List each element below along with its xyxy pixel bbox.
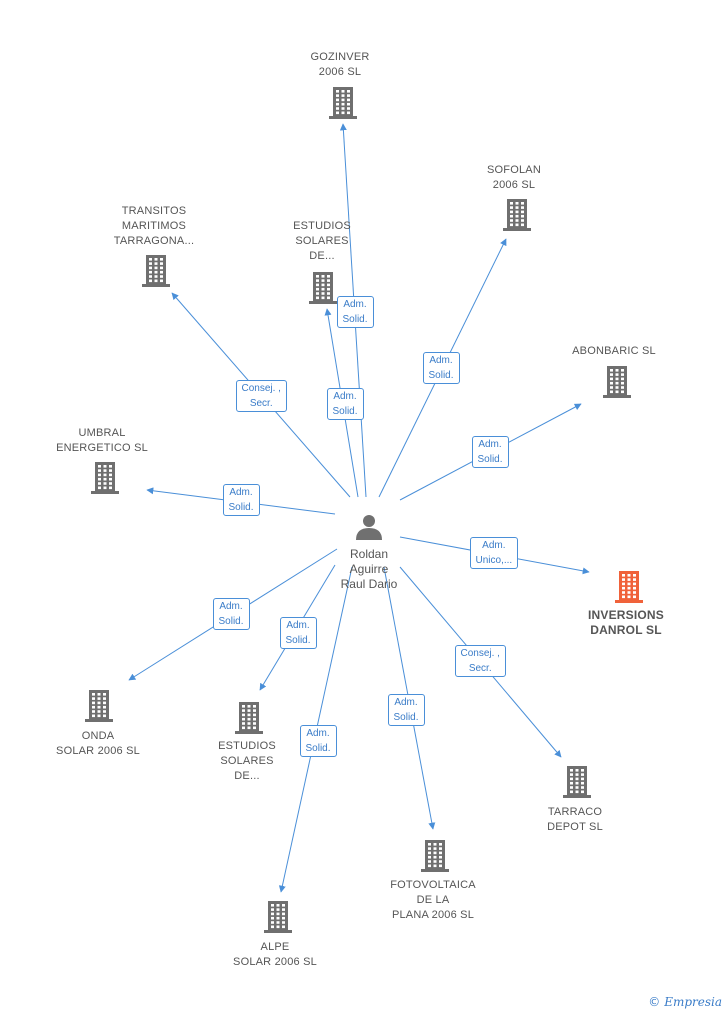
company-label-umbral[interactable]: UMBRAL ENERGETICO SL: [56, 427, 148, 454]
building-icon: [329, 87, 357, 119]
building-icon: [91, 462, 119, 494]
building-icon: [264, 901, 292, 933]
brand-name: Empresia: [664, 995, 722, 1009]
building-icon: [142, 255, 170, 287]
company-label-tarraco[interactable]: TARRACO DEPOT SL: [547, 806, 603, 833]
center-person-label[interactable]: Roldan Aguirre Raul Dario: [340, 547, 398, 591]
company-label-abonbaric[interactable]: ABONBARIC SL: [572, 345, 656, 357]
company-label-transitos[interactable]: TRANSITOS MARITIMOS TARRAGONA...: [113, 205, 195, 247]
building-icon: [309, 272, 337, 304]
building-icon: [235, 702, 263, 734]
building-icon: [603, 366, 631, 398]
copyright-symbol: ©: [648, 995, 661, 1009]
company-label-inversions[interactable]: INVERSIONS DANROL SL: [587, 608, 664, 637]
building-icon: [503, 199, 531, 231]
role-badge-abonbaric: Adm. Solid.: [471, 436, 509, 468]
watermark: ©Empresia: [648, 995, 722, 1009]
role-badge-gozinver: Adm. Solid.: [336, 296, 374, 328]
company-label-alpe[interactable]: ALPE SOLAR 2006 SL: [233, 941, 317, 968]
role-badge-estudios-bottom: Adm. Solid.: [279, 617, 317, 649]
company-label-onda[interactable]: ONDA SOLAR 2006 SL: [56, 730, 140, 757]
company-label-fotovoltaica[interactable]: FOTOVOLTAICA DE LA PLANA 2006 SL: [390, 879, 476, 921]
company-label-gozinver[interactable]: GOZINVER 2006 SL: [310, 51, 370, 78]
role-badge-estudios-top: Adm. Solid.: [326, 388, 364, 420]
role-badge-onda: Adm. Solid.: [212, 598, 250, 630]
company-label-estudios-bottom[interactable]: ESTUDIOS SOLARES DE...: [218, 740, 276, 782]
role-badge-transitos: Consej. , Secr.: [235, 380, 287, 412]
company-label-sofolan[interactable]: SOFOLAN 2006 SL: [487, 164, 541, 191]
building-icon: [85, 690, 113, 722]
company-label-estudios-top[interactable]: ESTUDIOS SOLARES DE...: [293, 220, 351, 262]
role-badge-alpe: Adm. Solid.: [299, 725, 337, 757]
role-badge-sofolan: Adm. Solid.: [422, 352, 460, 384]
role-badge-inversions: Adm. Unico,...: [469, 537, 519, 569]
role-badge-tarraco: Consej. , Secr.: [454, 645, 506, 677]
building-icon: [421, 840, 449, 872]
person-icon: [356, 515, 382, 540]
building-icon: [615, 571, 643, 603]
role-badge-umbral: Adm. Solid.: [222, 484, 260, 516]
role-badge-fotovoltaica: Adm. Solid.: [387, 694, 425, 726]
building-icon: [563, 766, 591, 798]
